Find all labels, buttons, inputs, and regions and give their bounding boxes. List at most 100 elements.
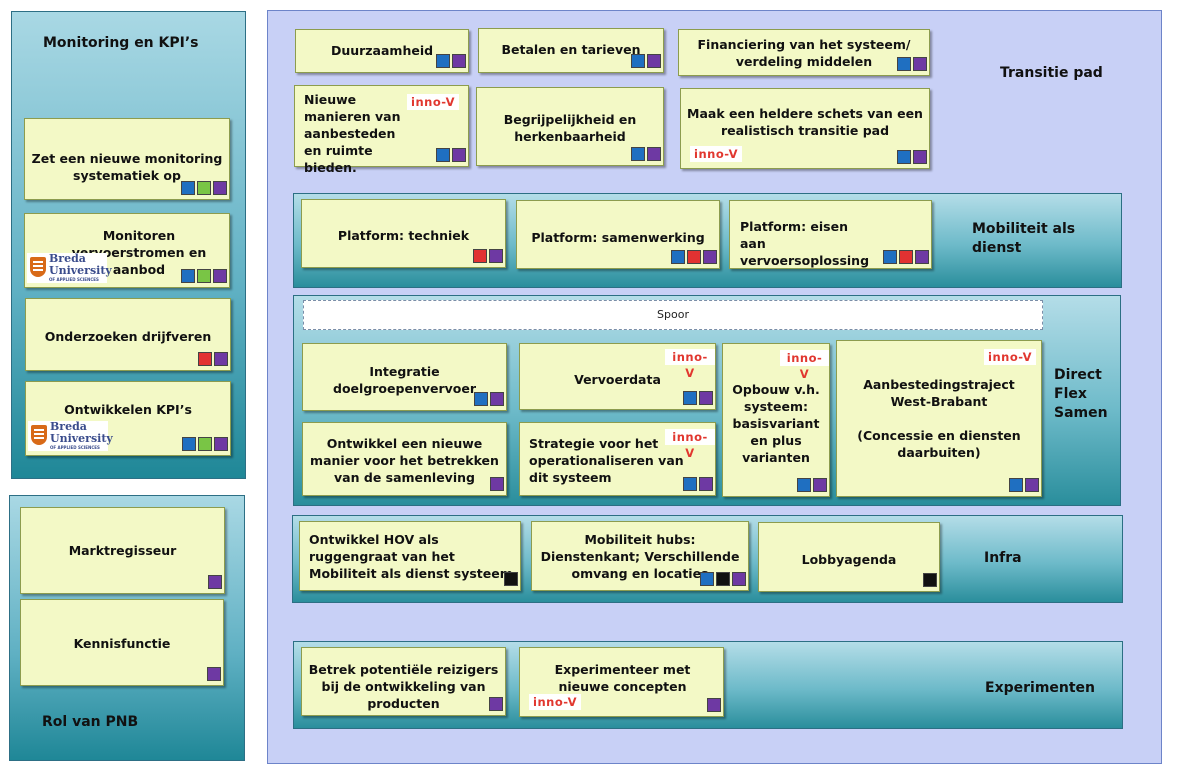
card-text: Integratie doelgroepenvervoer [333,364,476,396]
card-lobbyagenda: Lobbyagenda [758,522,940,592]
purple-square-icon [707,698,721,712]
card-heldere-schets: Maak een heldere schets van een realisti… [680,88,930,169]
blue-square-icon [683,477,697,491]
blue-square-icon [897,150,911,164]
inno-v-logo: inno-V [665,429,715,460]
card-monitoring-systematiek: Zet een nieuwe monitoring systematiek op [24,118,230,200]
card-hov: Ontwikkel HOV als ruggengraat van het Mo… [299,521,521,591]
purple-square-icon [489,249,503,263]
purple-square-icon [699,477,713,491]
blue-square-icon [683,391,697,405]
red-square-icon [687,250,701,264]
spoor-bar: Spoor [303,300,1043,330]
purple-square-icon [699,391,713,405]
card-duurzaamheid: Duurzaamheid [295,29,469,73]
logo-line3: OF APPLIED SCIENCES [50,445,100,450]
blue-square-icon [182,437,196,451]
blue-square-icon [1009,478,1023,492]
card-text: Ontwikkel een nieuwe manier voor het bet… [310,436,499,485]
card-text: Betalen en tarieven [501,42,641,57]
blue-square-icon [436,54,450,68]
purple-square-icon [208,575,222,589]
blue-square-icon [181,181,195,195]
purple-square-icon [647,147,661,161]
direct-label: Direct Flex Samen [1054,367,1108,421]
card-text: Onderzoeken drijfveren [44,329,212,344]
purple-square-icon [214,352,228,366]
card-text: Lobbyagenda [801,552,897,567]
card-text: Platform: samenwerking [531,230,705,245]
purple-square-icon [489,697,503,711]
card-text: Begrijpelijkheid en herkenbaarheid [503,112,637,144]
card-marktregisseur: Marktregisseur [20,507,225,594]
inno-v-logo: inno-V [407,94,460,110]
purple-square-icon [490,392,504,406]
card-text: Platform: eisen aan vervoersoplossing [740,219,870,268]
card-integratie: Integratie doelgroepenvervoer [302,343,507,411]
card-aanbesteding: Aanbestedingstraject West-Brabant (Conce… [836,340,1042,497]
card-text: Mobiliteit hubs: Dienstenkant; Verschill… [540,532,740,581]
shield-icon [31,425,47,445]
blue-square-icon [181,269,195,283]
card-platform-eisen: Platform: eisen aan vervoersoplossing [729,200,932,269]
card-strategie: Strategie voor het operationaliseren van… [519,422,716,496]
blue-square-icon [897,57,911,71]
purple-square-icon [732,572,746,586]
blue-square-icon [631,147,645,161]
card-text: Ontwikkelen KPI’s [64,402,192,417]
experimenten-label: Experimenten [985,680,1096,696]
purple-square-icon [1025,478,1039,492]
card-text: Maak een heldere schets van een realisti… [687,106,923,138]
inno-v-logo: inno-V [690,146,743,162]
black-square-icon [923,573,937,587]
green-square-icon [198,437,212,451]
logo-line1: Breda [49,252,86,265]
card-platform-techniek: Platform: techniek [301,199,506,268]
purple-square-icon [703,250,717,264]
shield-icon [30,257,46,277]
blue-square-icon [883,250,897,264]
transitie-label: Transitie pad [1000,65,1103,81]
card-hubs: Mobiliteit hubs: Dienstenkant; Verschill… [531,521,749,591]
card-text: Betrek potentiële reizigers bij de ontwi… [308,662,499,711]
purple-square-icon [490,477,504,491]
inno-v-logo: inno-V [780,350,829,381]
card-text: Experimenteer met nieuwe concepten [554,662,691,694]
black-square-icon [504,572,518,586]
card-begrijpelijkheid: Begrijpelijkheid en herkenbaarheid [476,87,664,166]
purple-square-icon [452,148,466,162]
purple-square-icon [452,54,466,68]
card-platform-samenwerking: Platform: samenwerking [516,200,720,269]
purple-square-icon [207,667,221,681]
purple-square-icon [813,478,827,492]
red-square-icon [473,249,487,263]
card-ontwikkel-samenleving: Ontwikkel een nieuwe manier voor het bet… [302,422,507,496]
blue-square-icon [474,392,488,406]
logo-line2: University [50,432,113,445]
card-betalen: Betalen en tarieven [478,28,664,73]
card-text: Platform: techniek [337,228,470,243]
mobiliteit-label: Mobiliteit als dienst [972,221,1076,256]
card-kennisfunctie: Kennisfunctie [20,599,224,686]
blue-square-icon [797,478,811,492]
purple-square-icon [913,150,927,164]
card-financiering: Financiering van het systeem/ verdeling … [678,29,930,76]
card-text: Vervoerdata [574,372,661,387]
card-onderzoeken-drijfveren: Onderzoeken drijfveren [25,298,231,371]
red-square-icon [899,250,913,264]
card-text: Opbouw v.h. systeem: basisvariant en plu… [732,382,820,465]
card-text: Aanbestedingstraject West-Brabant (Conce… [857,377,1021,460]
monitoring-title: Monitoring en KPI’s [43,35,199,51]
logo-line2: University [49,264,112,277]
inno-v-logo: inno-V [529,694,582,710]
purple-square-icon [214,437,228,451]
card-text: Duurzaamheid [330,43,434,58]
blue-square-icon [671,250,685,264]
card-text: Zet een nieuwe monitoring systematiek op [31,151,223,183]
blue-square-icon [631,54,645,68]
card-text: Marktregisseur [68,543,177,558]
